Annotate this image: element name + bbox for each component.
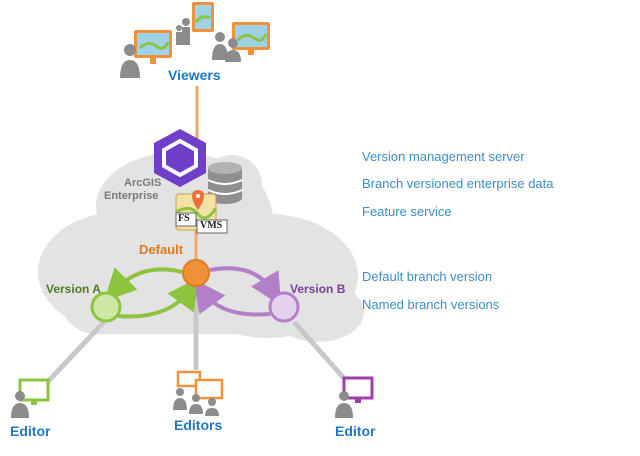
cloud-shape (38, 152, 364, 342)
editors-center-label: Editors (174, 417, 223, 433)
viewers-label: Viewers (168, 67, 221, 83)
fs-badge-box (175, 212, 197, 227)
fs-badge-label: FS (178, 213, 190, 224)
database-icon (207, 162, 243, 204)
vms-badge-label: VMS (200, 220, 223, 231)
vms-badge-box (196, 219, 228, 234)
legend-default-branch-version: Default branch version (362, 269, 493, 284)
editors-center-icon (173, 370, 224, 416)
editor-left-connector (38, 320, 106, 392)
editor-right-label: Editor (335, 423, 376, 439)
default-label: Default (139, 242, 184, 257)
version-management-server-icon (154, 129, 206, 187)
legend-named-branch-versions: Named branch versions (362, 297, 500, 312)
viewers-group-icon (120, 2, 270, 78)
legend-feature-service: Feature service (362, 204, 452, 219)
editor-left-label: Editor (10, 423, 51, 439)
default-version-node (182, 259, 210, 287)
version-a-label: Version A (46, 282, 101, 296)
arrow-version-b-to-default (193, 279, 271, 317)
editor-right-icon (335, 376, 374, 418)
version-a-node (90, 291, 122, 323)
editor-left-icon (11, 378, 50, 418)
version-b-label: Version B (290, 282, 346, 296)
arcgis-label-line2: Enterprise (104, 190, 159, 202)
legend-branch-versioned-data: Branch versioned enterprise data (362, 176, 554, 191)
arrow-version-a-to-default (117, 277, 200, 319)
arrow-default-to-version-b (209, 266, 282, 306)
arcgis-label-line1: ArcGIS (124, 177, 162, 189)
legend-version-management-server: Version management server (362, 149, 525, 164)
editor-right-connector (292, 320, 352, 387)
version-b-node (268, 291, 300, 323)
arrow-default-to-version-a (103, 267, 183, 302)
